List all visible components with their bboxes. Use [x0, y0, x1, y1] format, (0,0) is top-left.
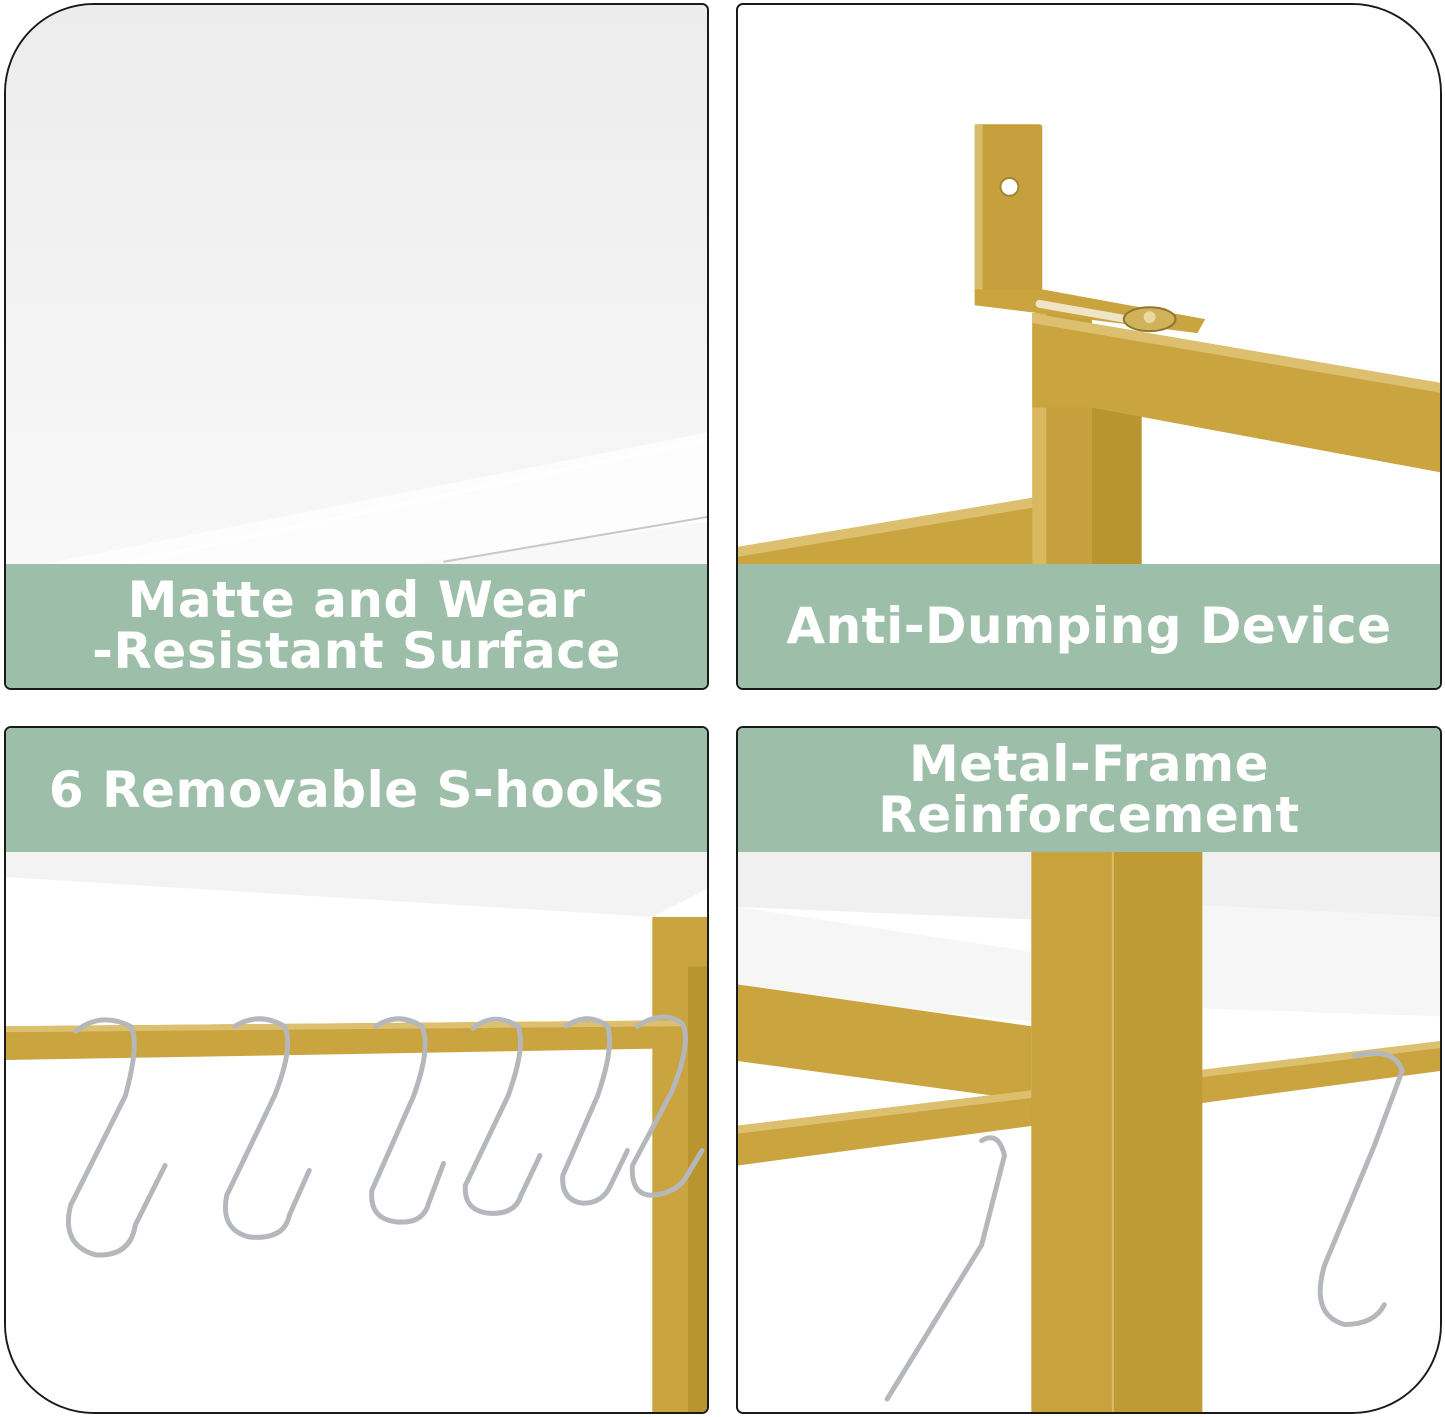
caption-line-1: Anti-Dumping Device	[786, 596, 1392, 655]
caption-banner: Matte and Wear -Resistant Surface	[6, 564, 707, 688]
caption-banner: Anti-Dumping Device	[738, 564, 1440, 688]
s-hook-icons	[65, 1014, 705, 1258]
feature-panel-s-hooks: 6 Removable S-hooks	[4, 726, 709, 1414]
caption-line-1: Metal-Frame	[908, 735, 1270, 793]
caption-banner: Metal-Frame Reinforcement	[738, 728, 1440, 852]
caption-banner: 6 Removable S-hooks	[6, 728, 707, 852]
caption-line-1: Matte and Wear	[127, 571, 586, 629]
caption-line-2: -Resistant Surface	[92, 622, 621, 680]
feature-panel-matte-surface: Matte and Wear -Resistant Surface	[4, 3, 709, 690]
caption-line-1: 6 Removable S-hooks	[48, 760, 665, 819]
feature-panel-anti-dumping: Anti-Dumping Device	[736, 3, 1442, 690]
caption-line-2: Reinforcement	[878, 786, 1300, 844]
feature-panel-metal-frame: Metal-Frame Reinforcement	[736, 726, 1442, 1414]
